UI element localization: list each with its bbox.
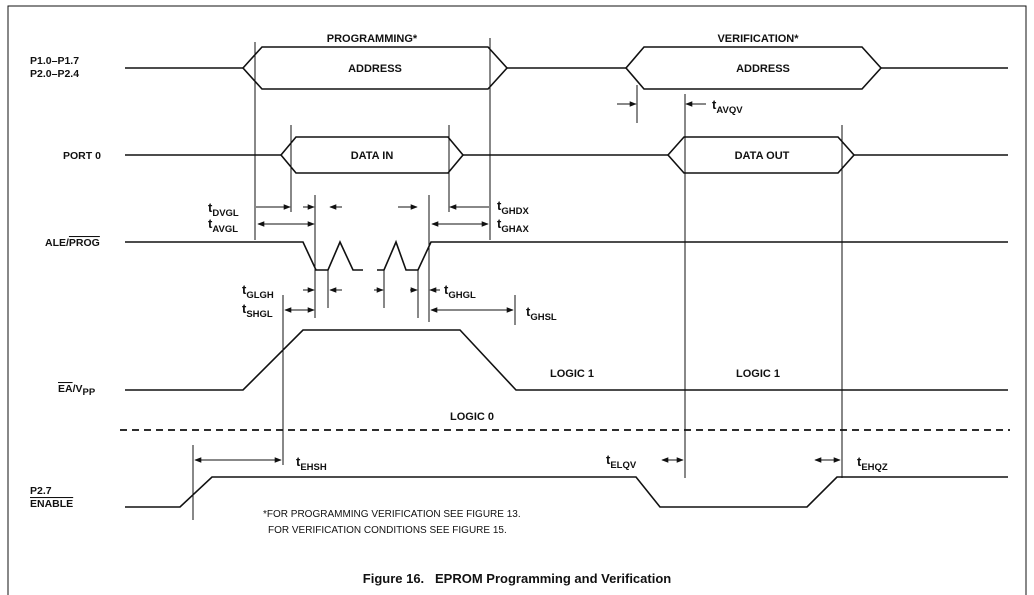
ale-prog-waveform (125, 239, 1008, 271)
timing-label-tavgl: tAVGL (208, 216, 238, 235)
timing-arrows (194, 101, 841, 463)
signal-label-p2: P2.0–P2.4 (30, 68, 79, 80)
signal-label-port0: PORT 0 (63, 150, 101, 162)
timing-label-tglgh: tGLGH (242, 282, 274, 301)
signal-label-p1: P1.0–P1.7 (30, 55, 79, 67)
timing-label-tdvgl: tDVGL (208, 200, 239, 219)
figure-caption: Figure 16. EPROM Programming and Verific… (363, 571, 672, 586)
p27-enable-waveform (125, 476, 1008, 508)
logic1-label-b: LOGIC 1 (736, 368, 780, 380)
address-programming-value: ADDRESS (348, 63, 402, 75)
figure-frame (7, 5, 1027, 595)
signal-label-ale-prog: ALE/PROG (45, 237, 100, 249)
timing-label-tehsh: tEHSH (296, 454, 327, 473)
footnote-line-2: FOR VERIFICATION CONDITIONS SEE FIGURE 1… (268, 525, 507, 536)
data-in-value: DATA IN (351, 150, 394, 162)
port0-waveform (125, 136, 1008, 174)
signal-label-p27: P2.7 (30, 485, 52, 497)
data-out-value: DATA OUT (735, 150, 790, 162)
signal-label-ea-vpp: EA/VPP (58, 383, 96, 398)
address-bus-waveform (125, 46, 1008, 90)
phase-programming: PROGRAMMING* (327, 33, 418, 45)
phase-verification: VERIFICATION* (717, 33, 799, 45)
timing-label-tghax: tGHAX (497, 216, 529, 235)
timing-reference-lines (192, 38, 843, 520)
logic1-label-a: LOGIC 1 (550, 368, 594, 380)
timing-label-tghsl: tGHSL (526, 304, 557, 323)
timing-label-telqv: tELQV (606, 452, 637, 471)
footnote-line-1: *FOR PROGRAMMING VERIFICATION SEE FIGURE… (263, 509, 521, 520)
timing-label-tavqv: tAVQV (712, 97, 743, 116)
address-verification-value: ADDRESS (736, 63, 790, 75)
timing-label-tehqz: tEHQZ (857, 454, 888, 473)
timing-label-tghdx: tGHDX (497, 198, 529, 217)
timing-label-tshgl: tSHGL (242, 301, 273, 320)
signal-label-enable: ENABLE (30, 498, 73, 510)
ea-vpp-waveform (125, 329, 1008, 391)
logic0-label: LOGIC 0 (450, 411, 494, 423)
timing-label-tghgl: tGHGL (444, 282, 476, 301)
